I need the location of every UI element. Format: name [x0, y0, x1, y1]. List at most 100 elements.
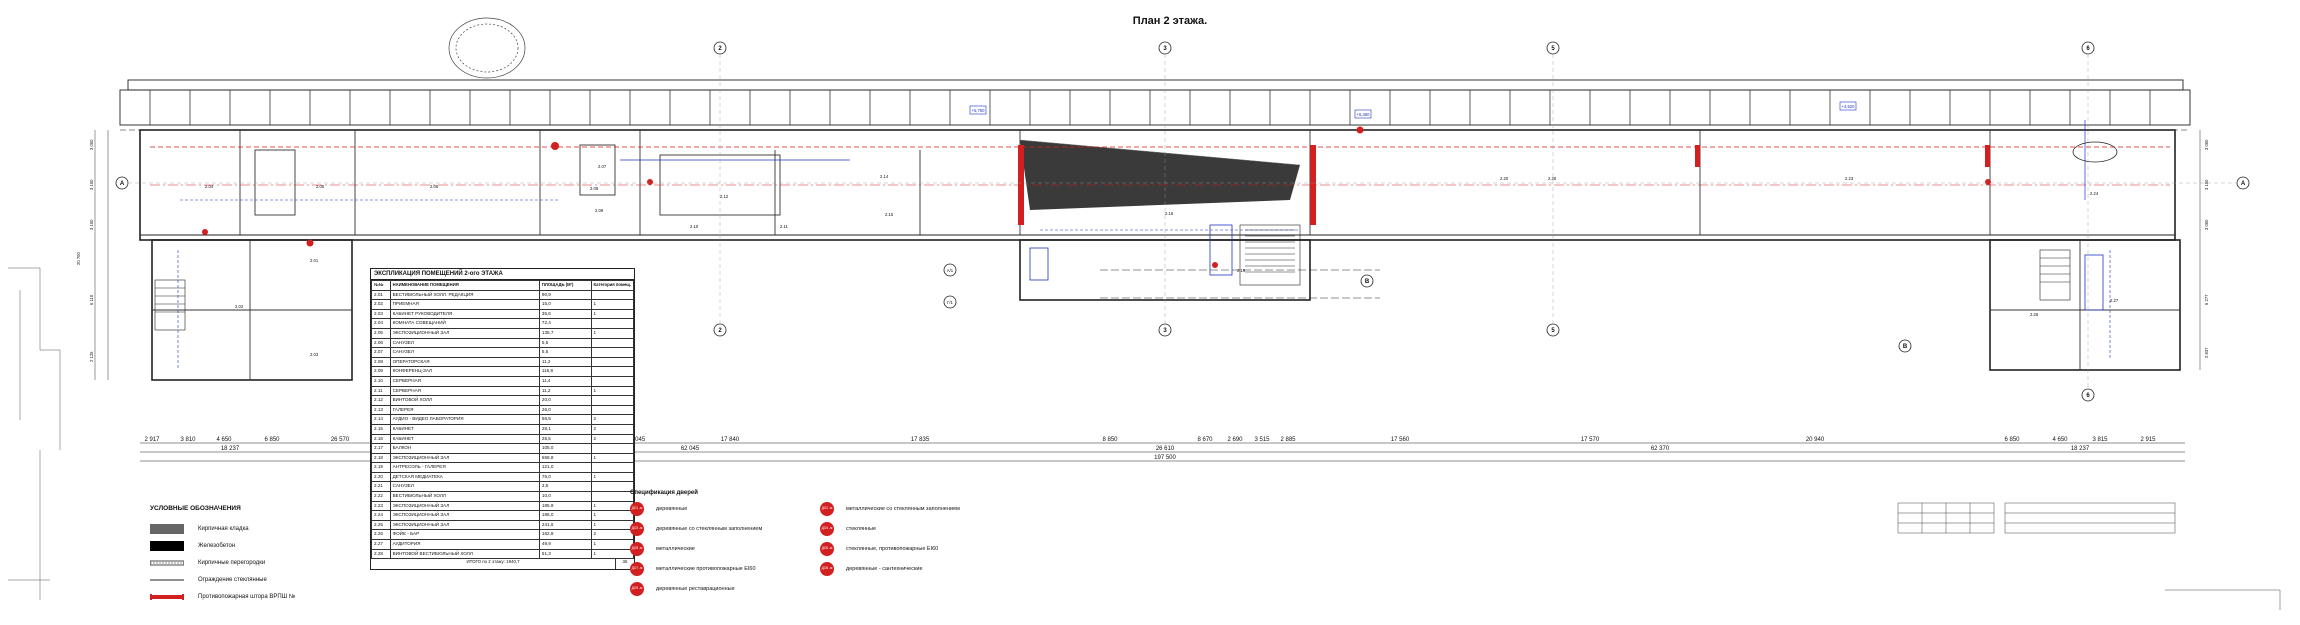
room-label: 2.20: [1500, 176, 1509, 181]
dim-label: 62 045: [681, 446, 700, 452]
dim-label: 20 700: [76, 252, 81, 265]
dim-label: 6 110: [89, 294, 94, 305]
room-label: 2.12: [720, 194, 729, 199]
legend-item: Кирпичные перегородки: [150, 554, 480, 571]
door-code-icon: ДО8 -м: [820, 562, 834, 576]
room-label: 2.07: [598, 164, 607, 169]
room-label: 2.16: [1165, 211, 1174, 216]
room-name: ВЕСТИБЮЛЬНЫЙ ХОЛЛ. РЕДАКЦИЯ: [389, 289, 540, 301]
room-name: КАБИНЕТ: [389, 433, 540, 445]
room-area: 15,0: [538, 299, 592, 310]
room-number: 2.04: [371, 318, 391, 329]
room-category: 1: [590, 471, 635, 483]
room-category: 1: [590, 539, 635, 550]
room-category: 1: [590, 500, 635, 512]
fire-curtain-swatch-icon: [150, 593, 184, 600]
room-number: 2.14: [371, 414, 391, 425]
dim-label: 62 045: [627, 437, 646, 443]
dim-label: 6 850: [2004, 437, 2020, 443]
room-category: [590, 318, 635, 329]
room-label: 2.24: [2090, 191, 2099, 196]
room-category: [590, 289, 635, 301]
explication-total: ИТОГО по 2 этажу: 1940,7: [466, 559, 520, 565]
room-label: 2.04: [205, 184, 214, 189]
dim-label: 3 810: [180, 437, 196, 443]
room-number: 2.07: [371, 347, 391, 358]
room-label: 2.27: [2110, 298, 2119, 303]
door-code-icon: ДО4 -м: [820, 522, 834, 536]
explication-grid: №№ НАИМЕНОВАНИЕ ПОМЕЩЕНИЯ ПЛОЩАДЬ (М²) К…: [371, 280, 635, 560]
room-area: 162,8: [538, 529, 592, 541]
room-label: 2.14: [880, 174, 889, 179]
dim-label: 2 915: [2140, 437, 2156, 443]
dim-label: 2 885: [1280, 437, 1296, 443]
dim-label: 3 060: [89, 139, 94, 150]
drawing-title: План 2 этажа.: [1133, 15, 1207, 27]
room-name: ВИНТОВОЙ ХОЛЛ: [389, 395, 540, 406]
title-block-grid: [1897, 502, 2281, 610]
room-number: 2.03: [371, 308, 391, 320]
door-spec-label: металлические противопожарные EI60: [656, 566, 756, 572]
room-number: 2.20: [371, 471, 391, 483]
glass-swatch-icon: [150, 579, 184, 580]
left-side-fragment: [8, 267, 61, 600]
room-category: [590, 337, 635, 349]
room-name: ОПЕРАТОРСКАЯ: [389, 356, 540, 368]
axis-bubble-labels: 2 3 5 6 2 3 5 6 А А А/1 Г/1 В В: [120, 46, 2246, 399]
axis-label: Г/1: [947, 300, 953, 305]
room-category: [590, 404, 635, 416]
room-number: 2.21: [371, 481, 391, 493]
door-spec-label: металлические со стеклянным заполнением: [846, 506, 960, 512]
door-code-icon: ДО3 -м: [630, 522, 644, 536]
room-label: 2.01: [310, 258, 319, 263]
axis-label: А: [2241, 181, 2246, 187]
axis-label: 2: [718, 328, 722, 334]
dim-label: 6 850: [264, 437, 280, 443]
room-name: ВЕСТИБЮЛЬНЫЙ ХОЛЛ: [389, 491, 540, 502]
room-category: [590, 443, 635, 454]
room-name: САНУЗЕЛ: [389, 337, 540, 349]
door-spec-label: стеклянные: [846, 526, 877, 532]
room-category: 2: [590, 414, 635, 425]
legend: УСЛОВНЫЕ ОБОЗНАЧЕНИЯ Кирпичная кладка Же…: [150, 505, 480, 605]
door-code-icon: ДО1 -м: [630, 502, 644, 516]
room-area: 35,6: [538, 308, 592, 320]
room-number: 2.18: [371, 452, 391, 464]
colonnade-frame: [119, 79, 2191, 131]
dim-label: 8 670: [1197, 437, 1213, 443]
room-name: КОМНАТА СОВЕЩАНИЙ: [389, 318, 540, 329]
legend-item: Кирпичная кладка: [150, 520, 480, 537]
col-cat-header: Категория помещ.: [590, 280, 635, 291]
dim-label: 18 237: [2071, 446, 2090, 452]
dim-label: 3 150: [89, 179, 94, 190]
balcony-wedge: [1020, 140, 1300, 210]
dim-label: 18 237: [221, 446, 240, 452]
room-area: 28,1: [538, 423, 592, 435]
legend-title: УСЛОВНЫЕ ОБОЗНАЧЕНИЯ: [150, 505, 241, 512]
door-code-icon: ДО7 -м: [630, 562, 644, 576]
room-label: 2.05: [316, 184, 325, 189]
dim-label: 17 570: [1581, 437, 1600, 443]
elevation-tags: +5,750 +5,360 +4,520: [969, 101, 2104, 311]
room-name: ВИНТОВОЙ ВЕСТИБЮЛЬНЫЙ ХОЛЛ: [389, 548, 540, 560]
dim-label: 62 370: [1651, 446, 1670, 452]
axis-label: А: [120, 181, 125, 187]
dim-label: 3 060: [2204, 219, 2209, 230]
dim-label: 6 277: [2204, 294, 2209, 305]
room-area: 49,9: [538, 539, 592, 550]
room-category: 2: [590, 433, 635, 445]
room-name: АУДИО - ВИДЕО ЛАБОРАТОРИЯ: [389, 414, 540, 425]
room-number: 2.06: [371, 337, 391, 349]
dim-label: 3 515: [1254, 437, 1270, 443]
room-category: 1: [590, 327, 635, 339]
